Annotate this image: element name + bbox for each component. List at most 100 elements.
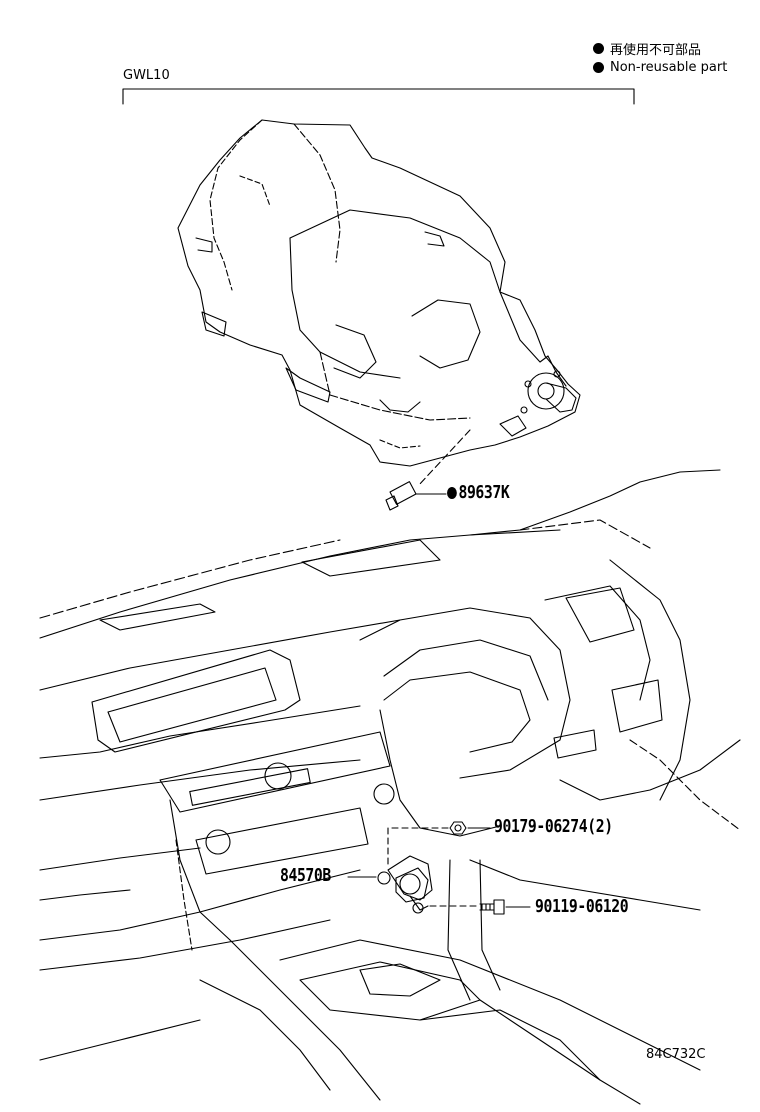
nut-hex xyxy=(449,821,467,835)
nut-90179-06274 xyxy=(387,821,491,869)
case-rib-1 xyxy=(239,175,271,207)
audio-knob-right xyxy=(373,783,395,805)
valve-body xyxy=(411,299,481,369)
column-lower-2 xyxy=(479,859,501,991)
dash-fascia-lower xyxy=(39,847,201,871)
column-lower xyxy=(447,859,471,1001)
right-vent xyxy=(565,587,635,643)
flange-bolt-2 xyxy=(553,370,561,378)
top-cover xyxy=(424,231,445,247)
right-lower-switch xyxy=(553,729,597,759)
center-console-side xyxy=(169,799,231,941)
bracket-left xyxy=(195,237,213,253)
door-trim-line xyxy=(629,739,741,831)
sensor-body xyxy=(389,481,417,505)
dash-front-edge xyxy=(39,619,401,691)
display-screen xyxy=(107,667,277,743)
switch-body xyxy=(395,867,429,903)
defroster-vent xyxy=(301,539,441,577)
body-panel xyxy=(289,209,501,293)
console-right-line xyxy=(479,999,641,1105)
switch-bracket xyxy=(387,855,433,901)
bolt-90119-06120 xyxy=(429,899,531,915)
oil-pan-edge xyxy=(319,351,471,421)
shifter-housing xyxy=(299,961,481,1021)
cluster-hood xyxy=(359,607,571,779)
right-console-edge xyxy=(559,739,741,801)
switch-tab xyxy=(409,895,429,911)
mount-tab-2 xyxy=(285,367,331,403)
side-cover xyxy=(333,324,377,379)
model-bracket xyxy=(122,88,635,105)
climate-knob xyxy=(205,829,231,855)
display-bezel xyxy=(91,649,301,753)
rear-extension xyxy=(499,291,567,387)
center-stack-line xyxy=(175,839,193,951)
output-flange-outer xyxy=(527,372,565,410)
right-switch-panel xyxy=(611,679,663,733)
legend-text-jp: 再使用不可部品 xyxy=(610,43,702,58)
flange-bolt-3 xyxy=(520,406,528,414)
floor-console xyxy=(279,939,701,1071)
bolt-shank xyxy=(479,903,495,911)
dash-top-edge xyxy=(39,529,561,639)
nut-hole xyxy=(454,824,462,832)
switch-tab-hole xyxy=(412,902,424,914)
filled-circle-icon xyxy=(593,43,604,54)
shifter-boot xyxy=(359,963,441,997)
model-label: GWL10 xyxy=(123,68,170,83)
transmission-illustration xyxy=(177,119,581,467)
right-dash-panel xyxy=(544,585,651,701)
switch-screw-hole xyxy=(377,871,391,885)
part-callout-84570b[interactable]: 84570B xyxy=(280,865,331,886)
lower-console-edge xyxy=(199,979,331,1091)
lower-dash-line xyxy=(39,869,361,941)
case-seam xyxy=(293,123,341,263)
filled-circle-icon xyxy=(593,62,604,73)
output-shaft xyxy=(545,382,577,413)
cluster-face xyxy=(383,671,531,753)
nut-leader xyxy=(387,827,449,869)
legend-item-en: Non-reusable part xyxy=(593,60,727,75)
bolt-head xyxy=(493,899,505,915)
speed-sensor-boss xyxy=(499,415,527,437)
console-side-line xyxy=(229,939,381,1101)
knee-panel xyxy=(39,919,331,971)
cluster-hood-inner xyxy=(383,639,549,701)
flange-bolt-1 xyxy=(524,380,532,388)
case-rib-2 xyxy=(379,439,421,449)
bellhousing-seam xyxy=(209,119,263,291)
right-dash-edge xyxy=(609,559,691,801)
center-vent-top xyxy=(99,603,216,631)
switch-knob xyxy=(399,873,421,895)
steering-column-shroud xyxy=(379,709,501,837)
lower-harness xyxy=(379,399,421,413)
legend-item-jp: 再使用不可部品 xyxy=(593,39,701,58)
switch-assembly-84570b xyxy=(347,855,433,914)
dash-fascia-mid xyxy=(39,759,361,801)
instrument-panel-illustration xyxy=(39,469,741,1105)
dash-top-rear-line xyxy=(39,539,341,619)
climate-panel xyxy=(195,807,369,875)
knee-bolster xyxy=(469,859,701,911)
illustration-code: 84C732C xyxy=(646,1047,706,1062)
output-flange-inner xyxy=(537,382,555,400)
part-number: 89637K xyxy=(458,482,510,503)
sensor-leader xyxy=(417,429,471,487)
audio-knob-left xyxy=(264,762,292,790)
part-callout-90179-06274[interactable]: 90179-06274(2) xyxy=(494,816,613,837)
seat-cushion-edge xyxy=(39,1019,201,1061)
mount-tab xyxy=(201,311,227,337)
part-callout-89637k[interactable]: 89637K xyxy=(447,482,510,503)
sensor-tip xyxy=(385,495,399,511)
legend-text-en: Non-reusable part xyxy=(610,60,728,75)
glovebox-line xyxy=(39,889,131,901)
body-lower-panel xyxy=(289,237,401,379)
dash-fascia-upper xyxy=(39,705,361,759)
armrest xyxy=(419,1009,601,1081)
part-callout-90119-06120[interactable]: 90119-06120 xyxy=(535,896,629,917)
speed-sensor-89637k xyxy=(385,429,471,511)
transmission-outline xyxy=(177,119,581,467)
